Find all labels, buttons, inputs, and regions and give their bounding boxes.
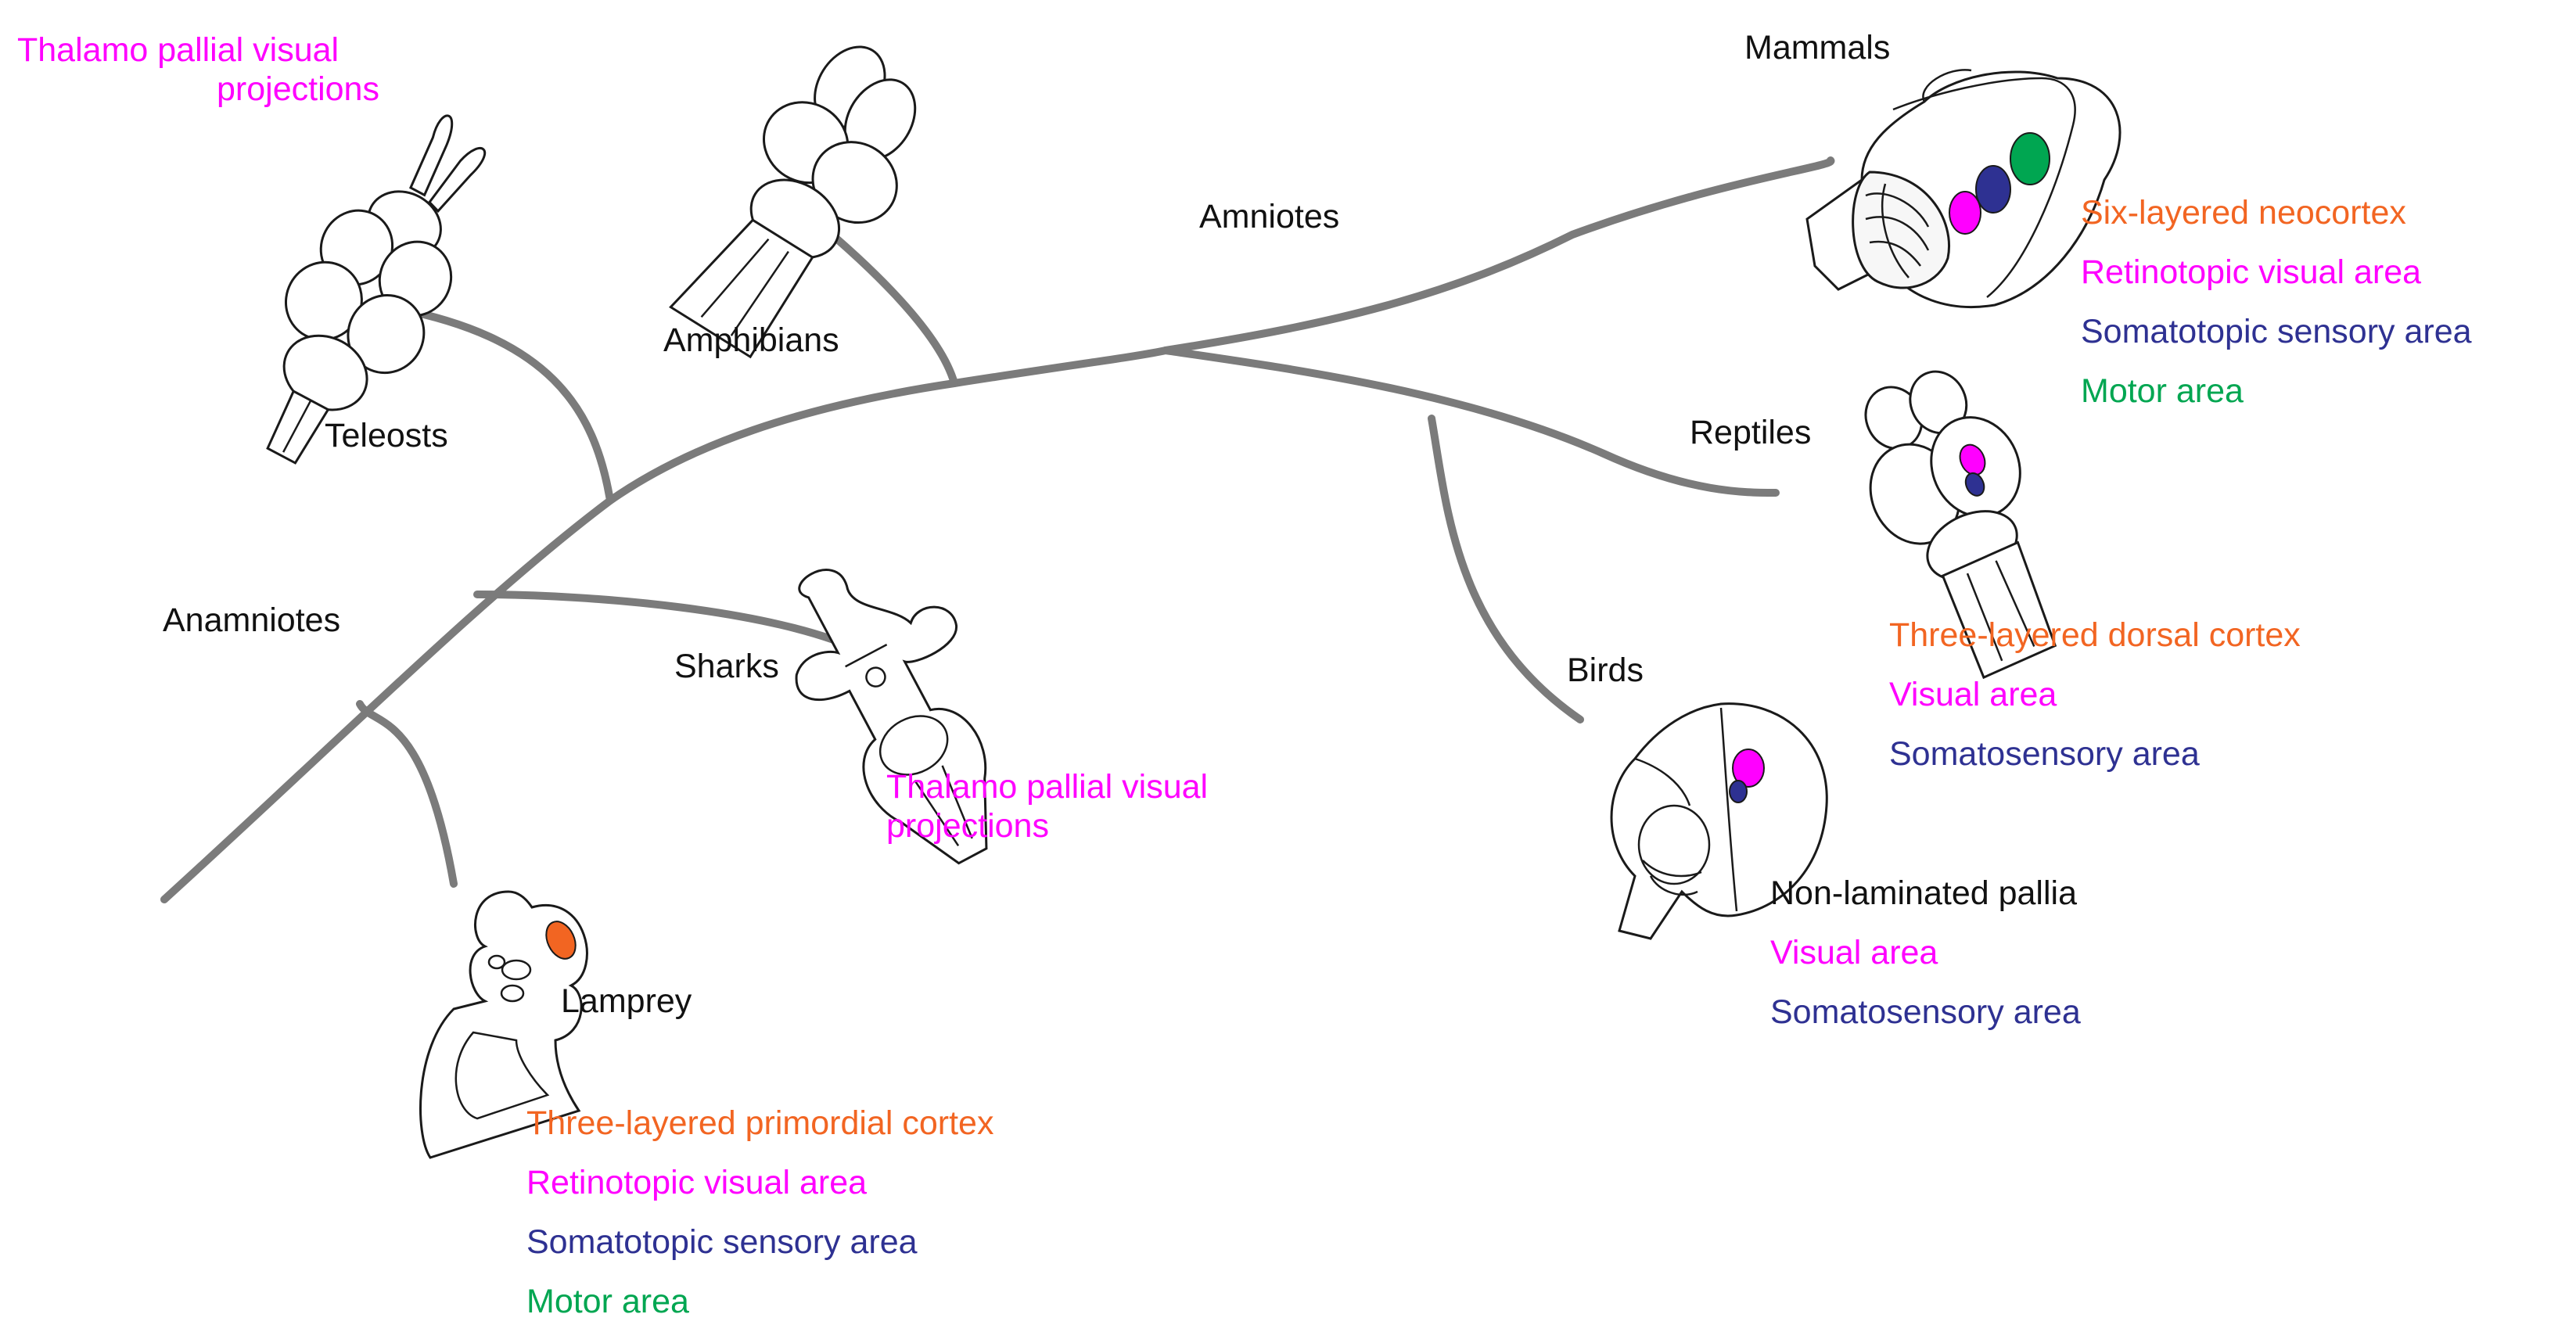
bird-trait-visual: Visual area	[1770, 934, 1938, 971]
reptile-trait-cortex: Three-layered dorsal cortex	[1889, 616, 2301, 654]
teleost-trait-visual-line1: Thalamo pallial visual	[17, 31, 340, 69]
branch-lamprey	[356, 700, 458, 888]
branch-teleosts	[387, 303, 614, 504]
mammal-trait-sensory: Somatotopic sensory area	[2081, 313, 2472, 350]
taxon-label-teleosts: Teleosts	[325, 417, 448, 454]
reptile-trait-visual: Visual area	[1889, 676, 2057, 713]
bird-visual-marker	[1732, 749, 1765, 788]
mammal-sensory-marker	[1975, 165, 2011, 214]
reptile-brain-icon	[1864, 370, 2057, 680]
taxon-label-birds: Birds	[1567, 652, 1644, 689]
lamprey-cortex-marker	[545, 921, 577, 960]
mammal-brain-icon	[1805, 69, 2122, 309]
lamprey-trait-list: Three-layered primordial cortex Retinoto…	[526, 1093, 993, 1331]
shark-trait-visual-line1: Thalamo pallial visual	[886, 768, 1209, 806]
taxon-label-reptiles: Reptiles	[1690, 414, 1812, 451]
mammal-visual-marker	[1949, 191, 1981, 235]
shark-trait-visual: Thalamo pallial visual projections	[886, 768, 1208, 846]
teleost-brain-icon	[266, 114, 487, 465]
clade-label-anamniotes: Anamniotes	[163, 601, 341, 639]
reptile-visual-marker	[1959, 443, 1986, 476]
teleost-trait-visual: Thalamo pallial visual projections	[17, 31, 379, 110]
taxon-label-amphibians: Amphibians	[663, 321, 839, 359]
lamprey-trait-cortex: Three-layered primordial cortex	[526, 1104, 994, 1142]
tree-branches	[160, 156, 1835, 903]
mammal-trait-visual: Retinotopic visual area	[2081, 253, 2422, 291]
reptile-sensory-marker	[1964, 472, 1985, 497]
clade-label-amniotes: Amniotes	[1199, 198, 1340, 235]
taxon-label-sharks: Sharks	[674, 648, 779, 685]
teleost-trait-visual-line2: projections	[217, 70, 379, 108]
bird-sensory-marker	[1729, 780, 1748, 803]
branch-birds	[1428, 415, 1584, 723]
amphibian-brain-icon	[669, 45, 917, 359]
lamprey-brain-icon	[419, 890, 588, 1159]
bird-brain-icon	[1610, 702, 1828, 940]
bird-trait-sensory: Somatosensory area	[1770, 993, 2081, 1031]
lamprey-trait-visual: Retinotopic visual area	[526, 1164, 868, 1201]
reptile-trait-sensory: Somatosensory area	[1889, 735, 2200, 773]
mammal-trait-motor: Motor area	[2081, 372, 2244, 410]
taxon-label-mammals: Mammals	[1744, 29, 1891, 66]
branch-sharks	[473, 591, 864, 655]
shark-trait-visual-line2: projections	[886, 806, 1049, 845]
branch-main-trunk	[160, 156, 1835, 903]
mammal-trait-cortex: Six-layered neocortex	[2081, 194, 2406, 232]
mammal-motor-marker	[2010, 132, 2050, 185]
bird-trait-pallium: Non-laminated pallia	[1770, 874, 2077, 912]
taxon-label-lamprey: Lamprey	[561, 982, 692, 1020]
lamprey-trait-motor: Motor area	[526, 1283, 689, 1320]
bird-trait-list: Non-laminated pallia Visual area Somatos…	[1770, 863, 2081, 1042]
shark-brain-icon	[795, 569, 988, 865]
lamprey-trait-sensory: Somatotopic sensory area	[526, 1223, 918, 1261]
mammal-trait-list: Six-layered neocortex Retinotopic visual…	[2081, 183, 2472, 421]
reptile-trait-list: Three-layered dorsal cortex Visual area …	[1889, 605, 2301, 784]
branch-reptiles	[1162, 346, 1780, 497]
